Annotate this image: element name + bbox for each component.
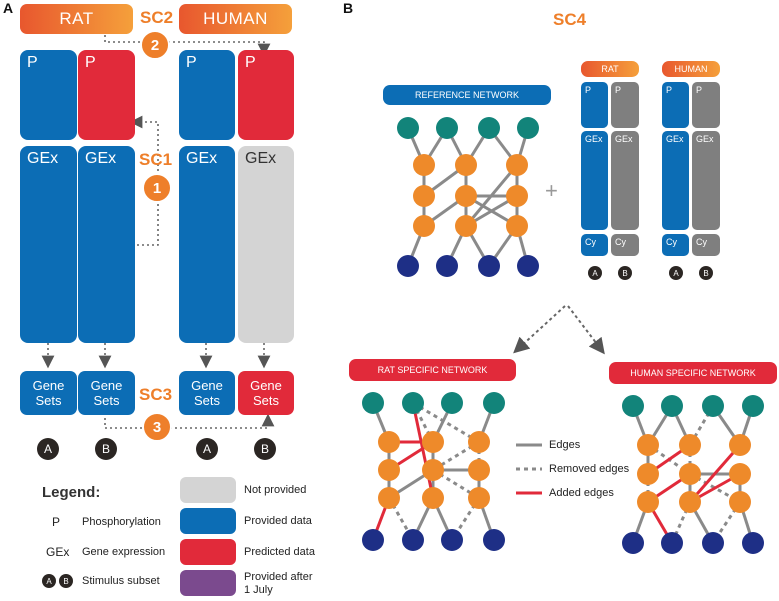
legend-p-desc: Phosphorylation [82,516,161,528]
swatch-predicted [180,539,236,565]
rat-small-subset-b: B [618,266,632,280]
human-a-gene-sets: Gene Sets [179,371,235,415]
rat-small-b-p: P [611,82,639,128]
human-subset-a: A [196,438,218,460]
human-a-phospho: P [179,50,235,140]
human-small-a-gex: GEx [662,131,689,230]
reference-network-header: REFERENCE NETWORK [383,85,551,105]
panel-label-a: A [3,0,14,16]
legend-provided: Provided data [244,515,312,527]
sc1-badge: 1 [142,173,172,203]
legend-gex-desc: Gene expression [82,546,166,558]
rat-small-subset-a: A [588,266,602,280]
removed-edges-label: Removed edges [549,463,630,475]
human-header: HUMAN [179,4,292,34]
human-small-b-cy: Cy [692,234,720,256]
legend-stim-desc: Stimulus subset [82,575,160,587]
rat-b-gene-sets: Gene Sets [78,371,135,415]
legend-title: Legend: [42,484,101,501]
rat-a-phospho: P [20,50,77,140]
edges-label: Edges [549,439,581,451]
human-small-a-cy: Cy [662,234,689,256]
human-specific-network-header: HUMAN SPECIFIC NETWORK [609,362,777,384]
rat-small-header: RAT [581,61,639,77]
human-b-gene-sets: Gene Sets [238,371,294,415]
human-small-b-gex: GEx [692,131,720,230]
human-b-gex: GEx [238,146,294,343]
added-edges-label: Added edges [549,487,614,499]
rat-b-phospho: P [78,50,135,140]
legend-provided-after: Provided after 1 July [244,571,313,596]
human-subset-b: B [254,438,276,460]
plus-sign: + [545,178,558,203]
rat-specific-network-header: RAT SPECIFIC NETWORK [349,359,516,381]
legend-p-key: P [52,515,61,529]
rat-subset-b: B [95,438,117,460]
human-small-subset-a: A [669,266,683,280]
rat-subset-a: A [37,438,59,460]
legend-stim-b: B [59,574,73,588]
rat-small-a-gex: GEx [581,131,608,230]
sc3-label: SC3 [139,385,173,404]
swatch-not-provided [180,477,236,503]
human-small-header: HUMAN [662,61,720,77]
rat-small-a-p: P [581,82,608,128]
human-small-a-p: P [662,82,689,128]
sc1-label: SC1 [139,150,173,169]
rat-small-b-cy: Cy [611,234,639,256]
rat-a-gex: GEx [20,146,77,343]
rat-header: RAT [20,4,133,34]
legend-stim-a: A [42,574,56,588]
sc2-label: SC2 [140,8,174,27]
rat-small-b-gex: GEx [611,131,639,230]
swatch-provided-after [180,570,236,596]
legend-not-provided: Not provided [244,484,307,496]
rat-small-a-cy: Cy [581,234,608,256]
legend-predicted: Predicted data [244,546,315,558]
sc4-title: SC4 [553,10,587,29]
rat-b-gex: GEx [78,146,135,343]
sc3-badge: 3 [142,412,172,442]
human-a-gex: GEx [179,146,235,343]
human-small-subset-b: B [699,266,713,280]
panel-label-b: B [343,0,354,16]
sc2-badge: 2 [140,30,170,60]
swatch-provided [180,508,236,534]
human-small-b-p: P [692,82,720,128]
rat-a-gene-sets: Gene Sets [20,371,77,415]
human-b-phospho: P [238,50,294,140]
legend-gex-key: GEx [46,545,70,559]
